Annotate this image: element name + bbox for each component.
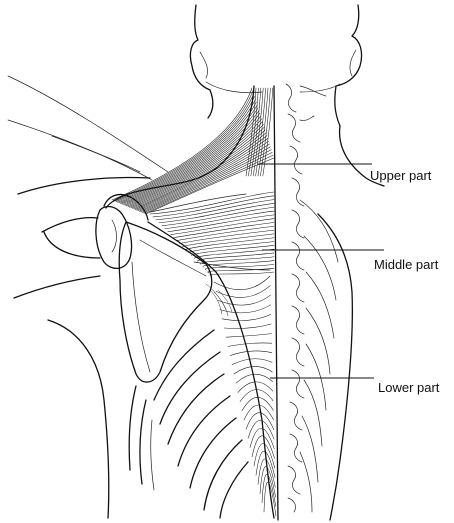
- muscle-fiber: [248, 420, 274, 439]
- middle-part-label: Middle part: [374, 257, 439, 272]
- humerus-head: [96, 194, 148, 268]
- arm-lines: [8, 76, 168, 518]
- muscle-fiber: [246, 413, 274, 430]
- muscle-fiber: [122, 108, 259, 204]
- muscle-fiber: [252, 436, 275, 459]
- muscle-fiber: [174, 222, 274, 237]
- muscle-fiber: [228, 343, 272, 346]
- muscle-fiber: [263, 88, 273, 176]
- muscle-fiber: [226, 334, 271, 338]
- label-lower-part: Lower part: [270, 378, 440, 395]
- muscle-fiber: [216, 286, 270, 298]
- muscle-fiber: [208, 268, 274, 273]
- muscle-fiber: [132, 130, 265, 208]
- muscle-fiber: [210, 272, 274, 276]
- ribs: [129, 200, 352, 520]
- trapezius-fibers: [112, 88, 276, 516]
- lower-part-label: Lower part: [378, 380, 440, 395]
- trapezius-outline: [106, 86, 274, 518]
- muscle-fiber: [126, 116, 261, 206]
- scapula: [119, 222, 232, 382]
- upper-part-label: Upper part: [370, 168, 432, 183]
- label-middle-part: Middle part: [262, 250, 439, 272]
- muscle-fiber: [218, 295, 270, 305]
- muscle-fiber: [232, 359, 272, 365]
- head-neck-outline: [190, 5, 384, 186]
- muscle-fiber: [230, 351, 272, 356]
- label-upper-part: Upper part: [258, 164, 432, 183]
- muscle-fiber: [194, 249, 274, 258]
- muscle-fiber: [171, 219, 274, 235]
- muscle-fiber: [180, 230, 274, 243]
- muscle-fiber: [222, 314, 271, 320]
- muscle-fiber: [224, 324, 271, 329]
- muscle-fiber: [220, 305, 271, 313]
- muscle-fiber: [168, 215, 274, 232]
- spine: [274, 84, 326, 520]
